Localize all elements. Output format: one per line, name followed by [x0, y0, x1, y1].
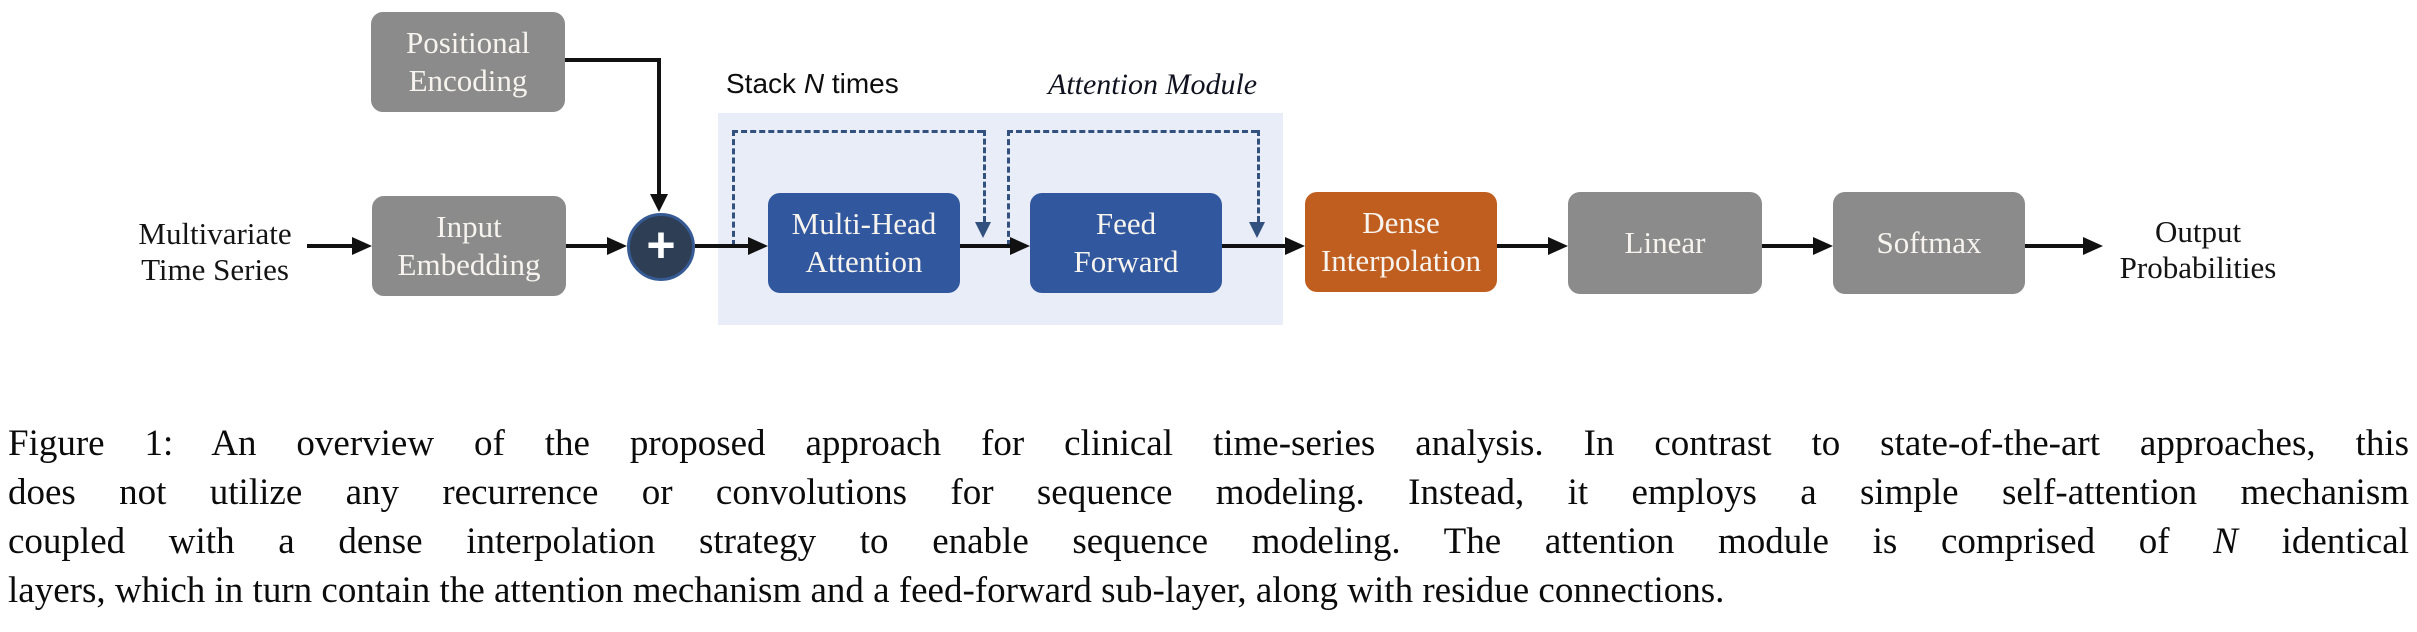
- attention-module-label: Attention Module: [1048, 68, 1258, 101]
- stack-prefix: Stack: [726, 68, 804, 99]
- arrow-input-to-embedding: [307, 244, 354, 248]
- stack-n: N: [803, 68, 825, 99]
- caption-line3-n: N: [2213, 521, 2238, 562]
- residual2-top-line: [1007, 130, 1257, 133]
- residual2-arrowhead-icon: [1249, 222, 1265, 238]
- arrowhead-sum-to-mha-icon: [748, 237, 768, 255]
- arrowhead-dense-to-linear-icon: [1548, 237, 1568, 255]
- plus-icon: +: [646, 217, 676, 273]
- output-label: Output Probabilities: [2119, 214, 2277, 285]
- arrowhead-ff-to-dense-icon: [1285, 237, 1305, 255]
- input-label: Multivariate Time Series: [138, 216, 292, 287]
- input-embedding-box: Input Embedding: [372, 196, 566, 296]
- feed-forward-box: Feed Forward: [1030, 193, 1222, 293]
- pe-arrow-vertical: [657, 58, 661, 196]
- caption-line-4: layers, which in turn contain the attent…: [8, 570, 1725, 611]
- residual1-left-line: [732, 130, 735, 246]
- residual1-arrowhead-icon: [975, 222, 991, 238]
- caption-line-2: does not utilize any recurrence or convo…: [8, 472, 2409, 513]
- figure-caption: Figure 1: An overview of the proposed ap…: [8, 419, 2409, 615]
- softmax-box: Softmax: [1833, 192, 2025, 294]
- caption-line-3: coupled with a dense interpolation strat…: [8, 517, 2409, 566]
- residual1-right-line: [983, 130, 986, 222]
- stack-n-times-label: Stack N times: [726, 68, 899, 100]
- arrow-softmax-to-output: [2025, 244, 2085, 248]
- arrow-embedding-to-sum: [566, 244, 609, 248]
- residual2-right-line: [1257, 130, 1260, 222]
- arrowhead-linear-to-softmax-icon: [1813, 237, 1833, 255]
- arrow-dense-to-linear: [1497, 244, 1550, 248]
- caption-line3-pre: coupled with a dense interpolation strat…: [8, 521, 2214, 562]
- arrow-sum-to-mha: [695, 244, 750, 248]
- caption-line3-post: identical: [2237, 521, 2409, 562]
- arrowhead-mha-to-ff-icon: [1010, 237, 1030, 255]
- residual1-top-line: [732, 130, 983, 133]
- caption-line-1: Figure 1: An overview of the proposed ap…: [8, 423, 2409, 464]
- arrow-mha-to-ff: [960, 244, 1012, 248]
- arrowhead-input-to-embedding-icon: [352, 237, 372, 255]
- arrowhead-softmax-to-output-icon: [2083, 237, 2103, 255]
- positional-encoding-box: Positional Encoding: [371, 12, 565, 112]
- residual2-left-line: [1007, 130, 1010, 246]
- sum-node: +: [627, 213, 695, 281]
- arrowhead-embedding-to-sum-icon: [607, 237, 627, 255]
- arrow-linear-to-softmax: [1762, 244, 1815, 248]
- stack-suffix: times: [824, 68, 899, 99]
- pe-arrowhead-icon: [650, 194, 668, 212]
- dense-interpolation-box: Dense Interpolation: [1305, 192, 1497, 292]
- linear-box: Linear: [1568, 192, 1762, 294]
- pe-arrow-horizontal: [565, 58, 661, 62]
- multi-head-attention-box: Multi-Head Attention: [768, 193, 960, 293]
- arrow-ff-to-dense: [1222, 244, 1287, 248]
